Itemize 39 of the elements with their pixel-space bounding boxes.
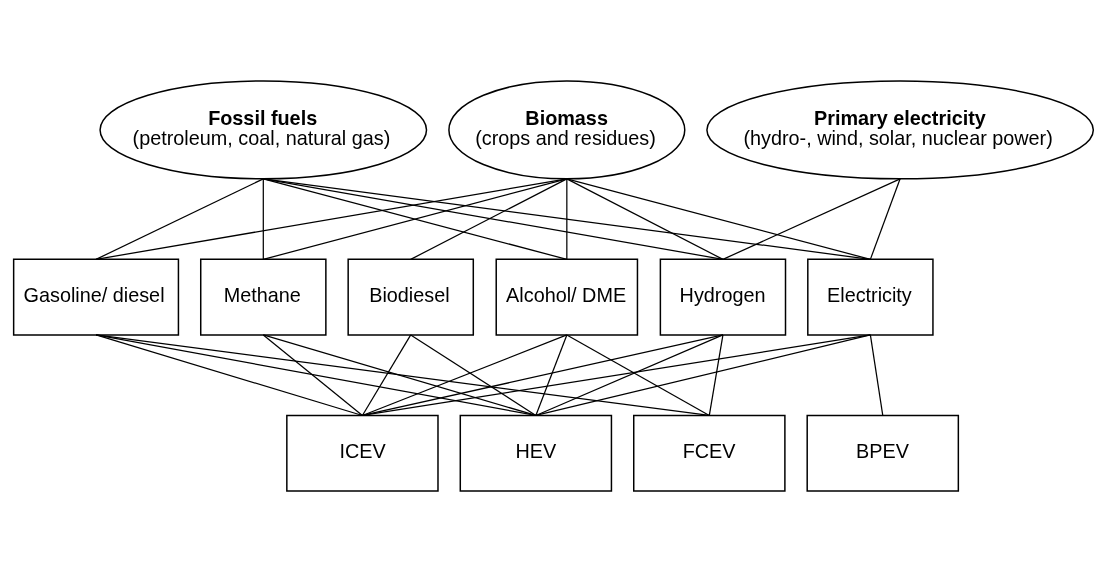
connector <box>361 334 724 417</box>
connector <box>95 334 710 417</box>
connector <box>566 178 568 260</box>
connector <box>95 178 264 260</box>
connector <box>869 178 901 260</box>
connector <box>708 334 724 417</box>
node-box: Methane <box>200 258 327 336</box>
connector <box>262 178 724 260</box>
connector <box>535 334 871 417</box>
node-ellipse: Primary electricity (hydro-, wind, solar, nuclear power) <box>706 80 1095 180</box>
connector <box>262 334 537 417</box>
node-ellipse: Fossil fuels (petroleum, coal, natural gas) <box>99 80 428 180</box>
connector <box>410 334 537 417</box>
node-box: ICEV <box>286 414 439 492</box>
connector <box>566 178 871 260</box>
connector <box>410 178 568 260</box>
connector <box>566 178 724 260</box>
connector <box>95 178 568 260</box>
node-box: Hydrogen <box>659 258 787 336</box>
node-box: HEV <box>459 414 613 492</box>
connector <box>566 334 710 417</box>
connector <box>361 334 412 417</box>
node-ellipse: Biomass (crops and residues) <box>448 80 686 180</box>
node-box: BPEV <box>806 414 960 492</box>
connector <box>262 178 568 260</box>
connector <box>262 178 871 260</box>
connector <box>361 334 871 417</box>
connector <box>361 334 568 417</box>
node-box: Electricity <box>807 258 934 336</box>
node-box: FCEV <box>633 414 786 492</box>
connector <box>262 334 364 417</box>
connector <box>262 178 264 260</box>
connector <box>535 334 724 417</box>
connector <box>535 334 568 417</box>
node-box: Gasoline/ diesel <box>12 258 180 336</box>
node-box: Alcohol/ DME <box>495 258 639 336</box>
connector <box>869 334 884 417</box>
connector <box>722 178 901 260</box>
node-box: Biodiesel <box>347 258 475 336</box>
